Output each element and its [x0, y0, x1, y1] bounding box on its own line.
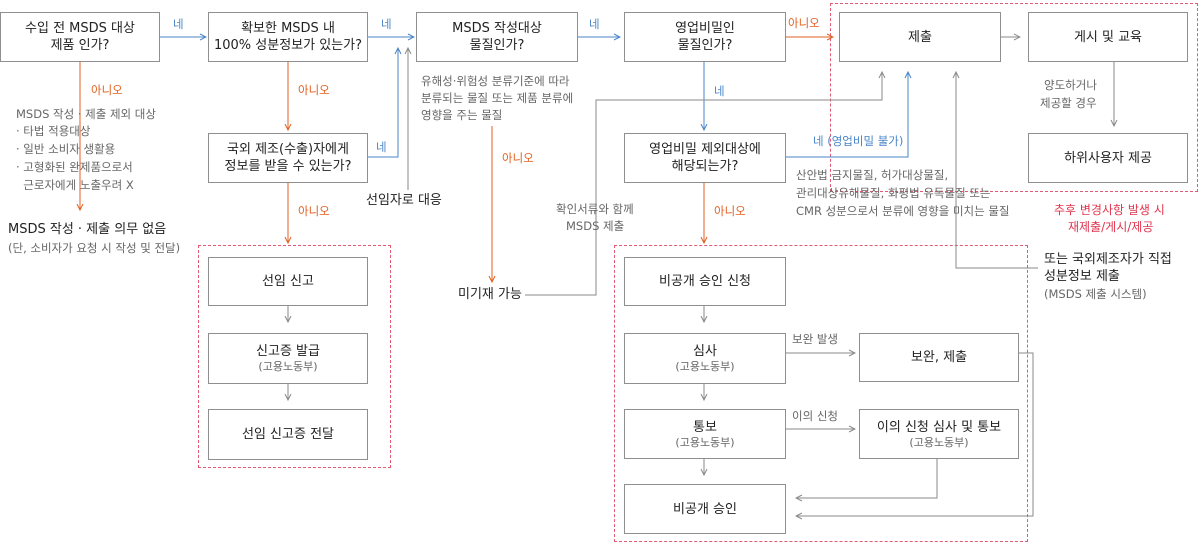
yes-label-4: 네 — [714, 84, 725, 98]
hazard-note-1: 유해성·위험성 분류기준에 따라 — [421, 74, 570, 88]
box-q5-text: 국외 제조(수출)자에게 정보를 받을 수 있는가? — [224, 142, 352, 174]
exempt-item-3: · 고형화된 완제품으로서 — [16, 160, 133, 174]
change-note-1: 추후 변경사항 발생 시 — [1054, 203, 1165, 217]
box-cert-deliver: 선임 신고증 전달 — [208, 409, 368, 460]
box-review: 심사(고용노동부) — [624, 333, 786, 384]
box-q1: 수입 전 MSDS 대상 제품 인가? — [0, 12, 160, 62]
box-apply: 비공개 승인 신청 — [624, 257, 786, 306]
yes-label-1: 네 — [173, 17, 184, 31]
box-q3-text: MSDS 작성대상 물질인가? — [452, 21, 542, 53]
change-note-2: 재제출/게시/제공 — [1068, 220, 1154, 234]
no-label-6: 아니오 — [714, 204, 746, 218]
box-approve-text: 비공개 승인 — [673, 501, 737, 517]
hazard-note-2: 분류되는 물질 또는 제품 분류에 — [421, 91, 574, 105]
box-notify: 통보(고용노동부) — [624, 409, 786, 459]
not-listed-label: 미기재 가능 — [458, 287, 522, 302]
box-supplement: 보완, 제출 — [859, 333, 1019, 382]
box-objection-sub: (고용노동부) — [909, 435, 969, 449]
box-post-text: 게시 및 교육 — [1073, 29, 1143, 45]
confirm-docs-2: MSDS 제출 — [566, 219, 625, 233]
box-q5: 국외 제조(수출)자에게 정보를 받을 수 있는가? — [208, 133, 368, 183]
transfer-label-1: 양도하거나 — [1044, 78, 1097, 92]
box-supplement-text: 보완, 제출 — [910, 350, 968, 365]
box-downstream-text: 하위사용자 제공 — [1064, 150, 1152, 166]
box-q1-text: 수입 전 MSDS 대상 제품 인가? — [25, 21, 135, 53]
no-label-5: 아니오 — [788, 16, 820, 30]
group-agent-report — [198, 245, 391, 468]
box-notify-text: 통보 — [693, 419, 717, 435]
yes-label-2: 네 — [381, 17, 392, 31]
supp-request-label: 보완 발생 — [792, 332, 838, 346]
no-label-4: 아니오 — [502, 151, 534, 165]
box-report: 선임 신고 — [208, 257, 368, 306]
box-q6-text: 영업비밀 제외대상에 해당되는가? — [649, 142, 761, 174]
confirm-docs-1: 확인서류와 함께 — [556, 202, 634, 216]
foreign-label-2: 성분정보 제출 — [1044, 269, 1120, 284]
box-downstream: 하위사용자 제공 — [1028, 133, 1188, 183]
box-review-sub: (고용노동부) — [675, 360, 735, 373]
no-label-3: 아니오 — [298, 204, 330, 218]
group-submission — [830, 3, 1198, 192]
exempt-item-4: 근로자에게 노출우려 X — [16, 178, 134, 192]
agent-label: 선임자로 대응 — [366, 193, 442, 208]
foreign-label-1: 또는 국외제조자가 직접 — [1044, 252, 1172, 267]
box-apply-text: 비공개 승인 신청 — [659, 274, 751, 289]
excluded-list-3: CMR 성분으로서 분류에 영향을 미치는 물질 — [796, 204, 1010, 218]
box-notify-sub: (고용노동부) — [675, 435, 735, 449]
box-submit-text: 제출 — [908, 29, 932, 45]
yes-label-5: 네 — [376, 140, 387, 154]
box-post: 게시 및 교육 — [1028, 12, 1188, 62]
box-q4-text: 영업비밀인 물질인가? — [675, 21, 735, 53]
box-q4: 영업비밀인 물질인가? — [624, 12, 786, 62]
box-objection-text: 이의 신청 심사 및 통보 — [876, 419, 1002, 435]
box-cert-issue: 신고증 발급(고용노동부) — [208, 333, 368, 384]
yes-label-3: 네 — [589, 17, 600, 31]
box-review-text: 심사 — [693, 344, 717, 359]
box-q2-text: 확보한 MSDS 내 100% 성분정보가 있는가? — [213, 21, 362, 53]
yes-not-secret-label: 네 (영업비밀 불가) — [813, 134, 904, 148]
box-approve: 비공개 승인 — [624, 484, 786, 534]
excluded-list-1: 산안법 금지물질, 허가대상물질, — [796, 168, 949, 182]
exempt-item-1: · 타법 적용대상 — [16, 124, 91, 138]
no-label-2: 아니오 — [298, 83, 330, 97]
transfer-label-2: 제공할 경우 — [1040, 96, 1097, 110]
box-q3: MSDS 작성대상 물질인가? — [416, 12, 578, 62]
excluded-list-2: 관리대상유해물질, 화평법 유독물질 또는 — [796, 186, 991, 200]
box-q2: 확보한 MSDS 내 100% 성분정보가 있는가? — [208, 12, 368, 62]
hazard-note-3: 영향을 주는 물질 — [421, 108, 503, 122]
objection-req-label: 이의 신청 — [792, 409, 838, 423]
box-objection: 이의 신청 심사 및 통보(고용노동부) — [859, 409, 1019, 459]
no-label-1: 아니오 — [91, 83, 123, 97]
box-submit: 제출 — [839, 12, 1001, 62]
box-q6: 영업비밀 제외대상에 해당되는가? — [624, 133, 786, 183]
no-duty-sub: (단, 소비자가 요청 시 작성 및 전달) — [8, 241, 181, 255]
foreign-sub: (MSDS 제출 시스템) — [1044, 287, 1147, 301]
box-report-text: 선임 신고 — [262, 274, 314, 289]
box-cert-issue-text: 신고증 발급 — [256, 344, 320, 359]
group-nondisclosure — [614, 245, 1028, 542]
no-duty-label: MSDS 작성 · 제출 의무 없음 — [8, 222, 167, 237]
box-cert-issue-sub: (고용노동부) — [258, 360, 318, 373]
exempt-item-2: · 일반 소비자 생활용 — [16, 142, 116, 156]
exempt-title: MSDS 작성 · 제출 제외 대상 — [16, 107, 156, 121]
box-cert-deliver-text: 선임 신고증 전달 — [242, 427, 334, 442]
